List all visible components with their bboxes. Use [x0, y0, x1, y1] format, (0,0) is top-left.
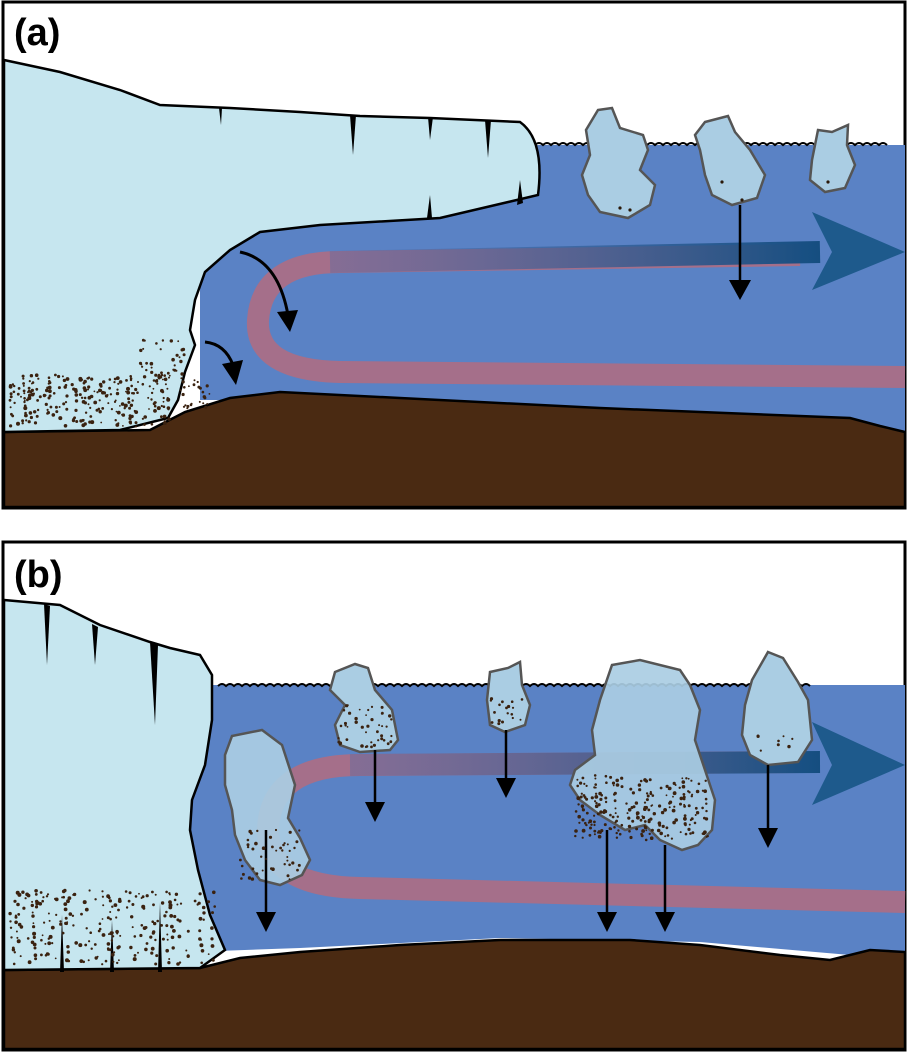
outflow-current — [329, 241, 821, 273]
sediment-dots-icon — [618, 180, 830, 212]
panel-a-label: (a) — [14, 12, 61, 54]
iceberg-icon — [328, 662, 400, 754]
circulation-arrow-icon — [812, 722, 905, 805]
sediment-dots-icon — [8, 697, 794, 966]
crevasses — [219, 108, 523, 218]
sediment-dots-icon — [8, 338, 211, 428]
glacier-icon — [2, 58, 541, 434]
panel-b: (b) — [0, 540, 908, 1052]
iceberg-icon — [693, 114, 767, 207]
iceberg-icon — [485, 660, 532, 734]
panel-a-diagram — [1, 0, 907, 510]
inflow-current — [246, 244, 906, 388]
down-arrow-icon — [729, 205, 751, 300]
panel-a: (a) — [0, 0, 908, 510]
seabed — [2, 938, 907, 1051]
iceberg-icon — [808, 123, 857, 194]
down-arrow-icon — [204, 250, 298, 385]
panel-b-label: (b) — [14, 554, 63, 596]
down-arrow-icon — [256, 730, 778, 932]
circulation-arrow-icon — [812, 212, 905, 290]
glacier-icon — [2, 598, 227, 972]
iceberg-icon — [223, 728, 312, 887]
seabed — [2, 390, 907, 509]
crevasses — [44, 604, 162, 972]
panel-b-diagram — [1, 540, 907, 1052]
iceberg-icon — [580, 106, 657, 220]
